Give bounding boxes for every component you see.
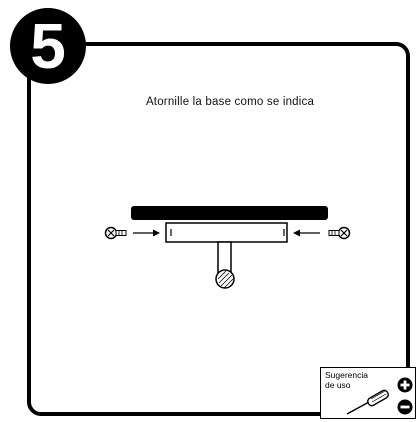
stem-section [215,269,235,289]
instruction-text: Atornille la base como se indica [145,96,315,108]
usage-hint-line2: de uso [325,379,351,390]
step-number-badge: 5 [10,8,86,84]
screwdriver-icon [346,389,389,415]
minus-icon [397,399,413,415]
usage-hint-graphics [346,377,413,415]
plus-icon [397,377,413,393]
step-number: 5 [30,10,66,82]
screw-icon-right [328,226,351,240]
usage-hint-box: Sugerencia de uso [320,367,416,419]
mounting-bracket [165,222,288,243]
usage-hint-line1: Sugerencia [325,370,369,380]
arrow-left-icon [293,229,320,237]
usage-hint-label: Sugerencia de uso [325,370,385,390]
screw-icon-left [104,226,127,240]
arrow-right-icon [133,229,160,237]
tabletop-panel [131,206,328,220]
